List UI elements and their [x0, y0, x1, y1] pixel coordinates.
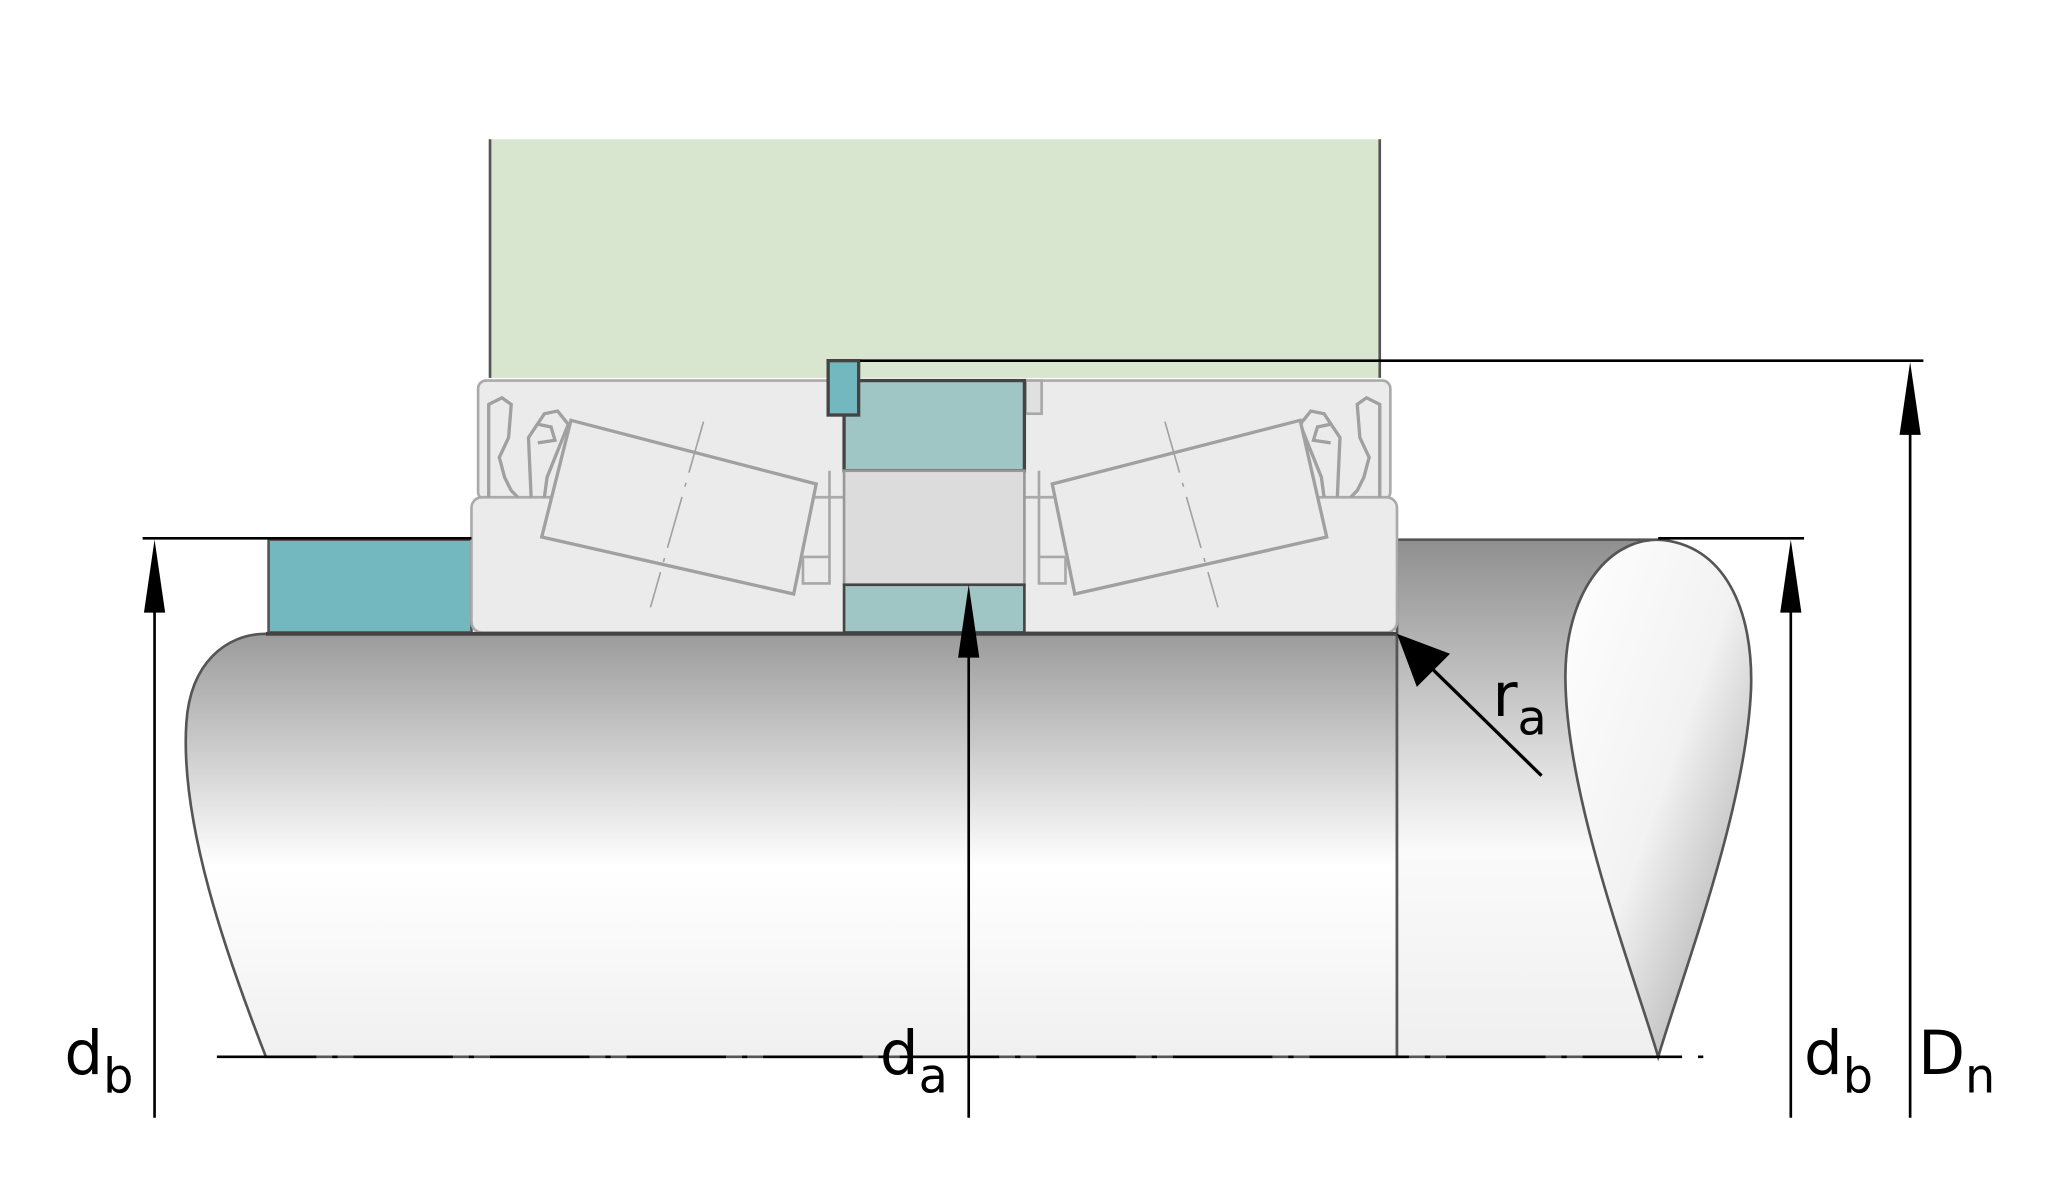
- anti-rotation-pin: [826, 359, 861, 417]
- housing: [490, 139, 1380, 378]
- spacer-ring-left: [267, 538, 473, 634]
- extension-lines: [142, 359, 1924, 540]
- shaft: [184, 632, 1399, 1059]
- dimension-arrow-da: [958, 584, 980, 1118]
- seal-left: [487, 395, 571, 499]
- dimension-arrow-db-left: [143, 539, 166, 1118]
- seal-right: [1298, 395, 1382, 499]
- label-db-right: db: [1804, 1018, 1873, 1105]
- label-Dn: Dn: [1918, 1018, 1995, 1105]
- inner-spacer: [842, 583, 1026, 634]
- label-db-left: db: [64, 1018, 133, 1105]
- dimension-arrow-db-right: [1780, 539, 1802, 1118]
- dimension-arrow-Dn: [1899, 361, 1921, 1118]
- cage-ribs: [801, 379, 1067, 585]
- label-ra: ra: [1492, 660, 1546, 747]
- intermediate-ring: [842, 469, 1026, 587]
- outer-spacer: [842, 378, 1027, 473]
- roller-left: [539, 418, 819, 608]
- roller-right: [1050, 418, 1329, 608]
- dimension-arrow-ra: [1396, 633, 1543, 777]
- label-da: da: [880, 1018, 948, 1105]
